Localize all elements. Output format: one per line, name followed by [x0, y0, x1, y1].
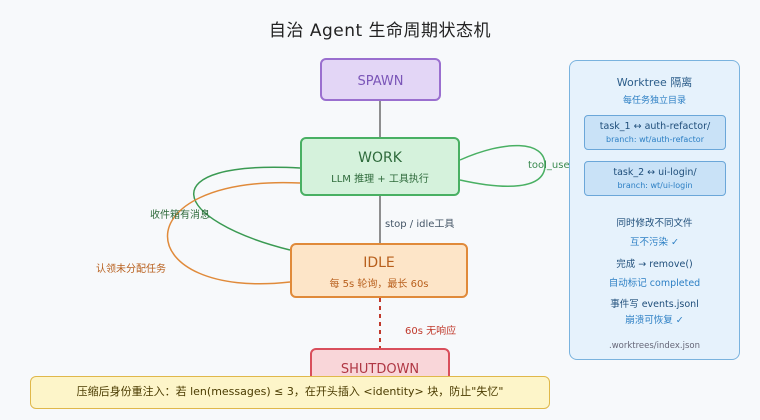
task-1-branch: branch: wt/auth-refactor: [606, 135, 704, 144]
task-box-1: task_1 ↔ auth-refactor/ branch: wt/auth-…: [584, 115, 726, 150]
edge-claim: [166, 181, 301, 285]
task-2-mapping: task_2 ↔ ui-login/: [613, 167, 697, 178]
state-work-name: WORK: [358, 150, 402, 166]
state-work: WORK LLM 推理 + 工具执行: [300, 137, 460, 196]
state-spawn-name: SPAWN: [357, 74, 404, 89]
diagram-title: 自治 Agent 生命周期状态机: [268, 21, 492, 41]
note-index-path: .worktrees/index.json: [609, 341, 700, 351]
label-tool-use: tool_use: [528, 160, 570, 171]
worktree-subtitle: 每任务独立目录: [622, 96, 686, 106]
state-idle-name: IDLE: [363, 255, 395, 271]
state-spawn: SPAWN: [320, 58, 441, 101]
edge-inbox: [193, 166, 301, 251]
state-shutdown-name: SHUTDOWN: [340, 362, 420, 377]
task-box-2: task_2 ↔ ui-login/ branch: wt/ui-login: [584, 161, 726, 196]
state-idle: IDLE 每 5s 轮询，最长 60s: [290, 243, 468, 298]
worktree-title: Worktree 隔离: [616, 76, 693, 89]
worktree-panel: Worktree 隔离 每任务独立目录 task_1 ↔ auth-refact…: [569, 60, 740, 360]
task-2-branch: branch: wt/ui-login: [617, 181, 693, 190]
identity-banner: 压缩后身份重注入：若 len(messages) ≤ 3，在开头插入 <iden…: [30, 376, 550, 409]
state-work-sub: LLM 推理 + 工具执行: [331, 174, 429, 185]
task-1-mapping: task_1 ↔ auth-refactor/: [599, 121, 711, 132]
note-isolated: 互不污染 ✓: [630, 237, 679, 248]
label-stop: stop / idle工具: [385, 219, 455, 230]
state-idle-sub: 每 5s 轮询，最长 60s: [329, 279, 429, 290]
label-timeout: 60s 无响应: [405, 326, 457, 337]
note-completed: 自动标记 completed: [608, 278, 701, 289]
label-claim: 认领未分配任务: [96, 264, 166, 275]
note-recoverable: 崩溃可恢复 ✓: [625, 315, 684, 326]
label-inbox: 收件箱有消息: [150, 210, 210, 221]
note-events: 事件写 events.jsonl: [610, 299, 699, 310]
note-parallel: 同时修改不同文件: [616, 218, 693, 229]
note-remove: 完成 → remove(): [616, 259, 693, 270]
edge-tool-use-loop: [459, 144, 546, 187]
